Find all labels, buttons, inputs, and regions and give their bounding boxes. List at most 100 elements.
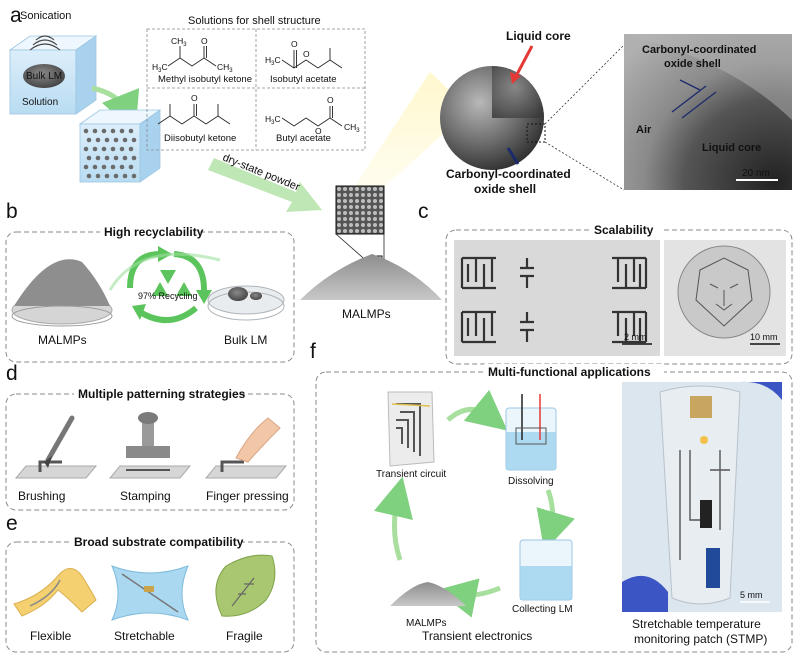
stmp-scale: 5 mm [740,590,763,600]
tem-shell-line1: Carbonyl-coordinated [642,44,756,56]
stretchable-label: Stretchable [114,629,175,643]
scale-10mm: 10 mm [750,332,778,342]
particle-dot [113,173,119,179]
particle-dot [122,137,128,143]
panel-b-box [5,231,295,363]
circuit-trace [612,310,648,344]
particle-dot [92,164,98,170]
sonication-cube [8,35,98,115]
panel-d-title: Multiple patterning strategies [78,387,246,401]
bulk-lm-label: Bulk LM [26,71,62,82]
zoom-cone [355,72,470,186]
svg-text:H3C: H3C [152,62,168,74]
particle-dot [92,128,98,134]
panel-f-title: Multi-functional applications [488,365,651,379]
circuit-trace [520,258,534,288]
solvent-label: Diisobutyl ketone [164,133,236,144]
core-shell-sphere [440,44,625,191]
svg-text:O: O [327,95,334,105]
particle-dot [119,146,125,152]
particle-dot [83,128,89,134]
brushing-label: Brushing [18,489,65,503]
particle-dot [131,155,137,161]
panel-f: f Multi-functional applications Transien… [310,340,793,653]
panel-c-title: Scalability [594,223,654,237]
particle-dot [131,137,137,143]
collecting-beaker [519,539,573,601]
particle-dot [104,155,110,161]
stmp-photo [622,381,782,612]
dissolving-label: Dissolving [508,476,554,487]
bulk-lm-label: Bulk LM [224,333,267,347]
solutions-title: Solutions for shell structure [188,15,321,27]
finger-pressing-illustration [204,417,288,479]
particle-dot [110,128,116,134]
particle-dot [110,164,116,170]
svg-text:O: O [303,49,310,59]
tem-liquid-core: Liquid core [702,142,761,154]
flow-arrow [373,476,413,561]
panel-b: b High recyclability MALMPs 97% Recyclin… [5,200,295,363]
malmps-label: MALMPs [406,618,447,629]
particle-dot [122,155,128,161]
particle-dot [101,164,107,170]
finger-pressing-label: Finger pressing [206,489,289,503]
dry-state-powder-arrow: dry-state powder [208,152,322,212]
panel-c-letter: c [418,200,429,223]
particle-dot [86,155,92,161]
powder-dish [11,259,113,327]
malmps-powder [300,185,442,300]
malmps-label: MALMPs [342,307,391,321]
particle-dot [95,137,101,143]
panel-d-box [5,393,295,511]
butyl-acetate-structure: O O CH3 H3C [265,95,360,136]
transient-circuit-label: Transient circuit [376,469,446,480]
particle-dot [113,155,119,161]
panel-c: c Scalability 2 mm 10 mm [418,200,793,365]
solvent-label: Butyl acetate [276,133,331,144]
recycling-label: 97% Recycling [138,291,198,301]
sonication-label: Sonication [20,10,71,22]
solvent-label: Methyl isobutyl ketone [158,74,252,85]
malmps-pile [390,582,466,606]
panel-a-letter: a [10,4,22,27]
liquid-core-label: Liquid core [506,29,571,43]
particle-dot [86,173,92,179]
panel-d: d Multiple patterning strategies Brushin… [5,362,295,511]
tem-shell-line2: oxide shell [664,58,721,70]
transient-circuit-photo [387,391,435,467]
stamping-label: Stamping [120,489,171,503]
stamping-illustration [108,412,192,479]
solution-label: Solution [22,97,58,108]
tem-scale: 20 nm [742,168,770,179]
circuit-patterns [460,256,648,344]
particle-dot [83,164,89,170]
flexible-label: Flexible [30,629,72,643]
svg-text:CH3: CH3 [344,122,360,134]
circuit-trace [460,310,496,344]
solutions-table: Solutions for shell structure CH3 O H3C … [146,15,366,151]
stretchable-substrate [111,565,189,621]
particle-dot [119,128,125,134]
panel-e-title: Broad substrate compatibility [74,535,244,549]
dibk-structure: O [157,93,231,125]
particle-dot [101,146,107,152]
panel-b-letter: b [6,200,18,223]
bulk-lm-dish [207,285,285,321]
brushing-illustration [14,415,98,479]
bulk-lm-droplet [23,64,65,88]
fragile-substrate [215,554,276,617]
collecting-lm-label: Collecting LM [512,604,573,615]
particle-dot [86,137,92,143]
particle-dot [104,173,110,179]
panel-b-title: High recyclability [104,225,204,239]
particle-dot [95,173,101,179]
panel-e-letter: e [6,512,18,535]
particle-dot [122,173,128,179]
isobutyl-acetate-structure: O O H3C [265,39,343,69]
particle-dot [95,155,101,161]
particle-dot [110,146,116,152]
tem-image [624,34,792,190]
